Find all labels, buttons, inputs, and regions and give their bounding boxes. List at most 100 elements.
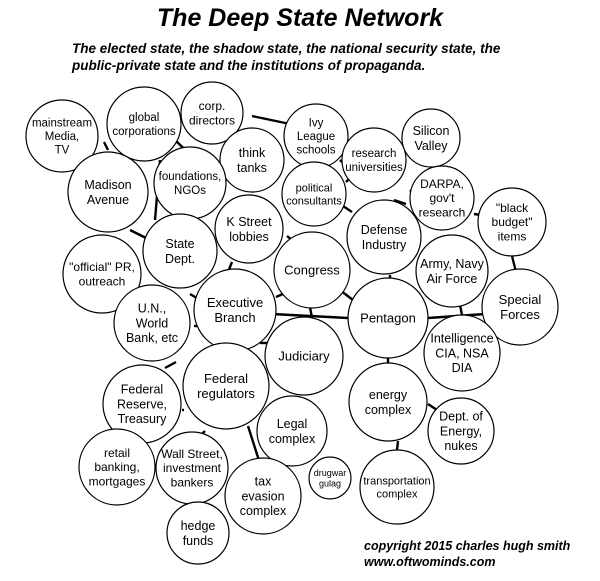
node-label: Air Force	[427, 272, 478, 286]
node-label: energy	[369, 388, 408, 402]
node-label: "official" PR,	[69, 260, 135, 274]
node-circle	[273, 231, 351, 309]
node-official-pr: "official" PR,outreach	[62, 234, 142, 314]
node-label: State	[165, 237, 194, 251]
node-label: Judiciary	[278, 349, 330, 364]
node-label: Dept.	[165, 252, 195, 266]
node-label: investment	[163, 461, 222, 475]
node-label: mainstream	[32, 117, 92, 129]
node-circle	[214, 194, 284, 264]
node-circle	[25, 99, 99, 173]
node-label: Forces	[500, 307, 540, 322]
node-label: drugwar	[314, 468, 347, 478]
node-label: gulag	[319, 478, 341, 488]
connection-line	[102, 141, 110, 151]
node-label: items	[498, 229, 527, 243]
connection-line	[271, 312, 349, 320]
node-circle	[346, 199, 422, 275]
node-label: Special	[499, 292, 542, 307]
node-circle	[166, 501, 230, 565]
node-label: DARPA,	[420, 177, 464, 191]
node-label: Avenue	[87, 193, 129, 207]
node-label: Energy,	[440, 424, 482, 438]
node-pentagon: Pentagon	[347, 277, 429, 359]
node-circle	[401, 108, 461, 168]
node-label: Federal	[121, 383, 163, 397]
subtitle-line-2: public-private state and the institution…	[72, 58, 426, 73]
node-label: consultants	[286, 195, 342, 207]
connection-line	[308, 306, 314, 319]
node-circle	[415, 234, 489, 308]
node-label: nukes	[444, 439, 477, 453]
node-label: Defense	[361, 223, 408, 237]
node-circle	[348, 362, 428, 442]
node-label: Dept. of	[439, 410, 483, 424]
node-label: League	[297, 131, 335, 143]
subtitle: The elected state, the shadow state, the…	[72, 40, 592, 74]
page-title: The Deep State Network	[156, 4, 444, 32]
node-label: complex	[365, 403, 412, 417]
subtitle-line-1: The elected state, the shadow state, the…	[72, 41, 501, 56]
node-label: DIA	[452, 361, 474, 375]
node-label: Media,	[45, 131, 80, 143]
node-label: Intelligence	[430, 332, 493, 346]
node-circle	[62, 234, 142, 314]
node-circle	[409, 165, 475, 231]
node-label: Federal	[204, 371, 248, 386]
node-label: CIA, NSA	[435, 346, 489, 360]
node-label: hedge	[181, 519, 216, 533]
node-label: research	[352, 148, 397, 160]
node-circle	[281, 161, 347, 227]
connection-line	[427, 403, 438, 411]
node-label: "black	[496, 201, 529, 215]
footer: copyright 2015 charles hugh smith www.of…	[364, 538, 570, 570]
node-circle	[180, 81, 244, 145]
node-label: directors	[189, 113, 235, 127]
node-label: outreach	[79, 274, 126, 288]
node-label: global	[129, 112, 160, 124]
copyright-text: copyright 2015 charles hugh smith	[364, 539, 571, 553]
node-label: tax	[255, 475, 272, 489]
node-label: budget"	[492, 215, 533, 229]
node-label: schools	[297, 145, 336, 157]
node-label: retail	[104, 446, 130, 460]
node-circle	[359, 449, 435, 525]
node-circle	[308, 456, 352, 500]
node-label: Ivy	[309, 117, 324, 129]
node-circle	[341, 127, 407, 193]
node-circle	[142, 213, 218, 289]
connection-line	[393, 198, 407, 206]
node-circle	[113, 284, 191, 362]
node-label: Madison	[84, 178, 131, 192]
node-circle	[67, 151, 149, 233]
node-circle	[224, 457, 302, 535]
node-label: political	[296, 182, 333, 194]
node-foundations: foundations,NGOs	[153, 146, 227, 220]
node-label: Bank, etc	[126, 331, 178, 345]
node-circle	[78, 428, 156, 506]
node-label: NGOs	[174, 185, 206, 197]
node-label: bankers	[171, 475, 214, 489]
node-label: Legal	[277, 417, 308, 431]
node-circle	[219, 127, 285, 193]
